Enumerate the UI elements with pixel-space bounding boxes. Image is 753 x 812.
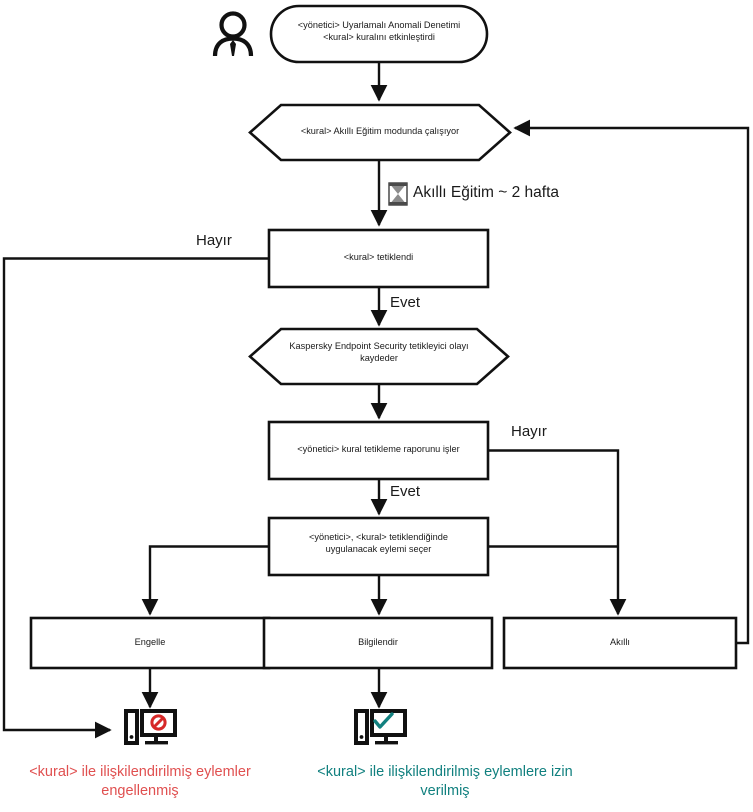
node-kes-logs-event[interactable] [248,327,510,386]
edge-label-yes-from-rule-triggered: Evet [390,294,421,311]
node-action-smart[interactable] [502,616,738,670]
outcome-blocked-label: <kural> ile ilişkilendirilmiş eylemler e… [29,764,251,799]
outcome-allowed-label: <kural> ile ilişkilendirilmiş eylemlere … [317,764,573,799]
timer-label: Akıllı Eğitim ~ 2 hafta [413,184,560,201]
node-admin-selects-action[interactable] [267,516,490,577]
node-admin-processes-report[interactable] [267,420,490,481]
edge-no-from-rule-triggered [2,257,269,739]
edge-label-no-from-report: Hayır [511,423,547,440]
person-icon-tie [230,40,236,56]
edge-select-to-block [141,545,269,616]
node-start[interactable] [269,4,489,64]
hourglass-icon [388,182,408,206]
person-icon [212,11,254,57]
node-action-block[interactable] [29,616,271,670]
edge-label-no-from-rule-triggered: Hayır [196,232,232,249]
edge-label-yes-from-report: Evet [390,483,421,500]
node-smart-training[interactable] [248,103,512,162]
monitor-blocked-icon [124,709,177,745]
monitor-allowed-icon [354,709,407,745]
edge-no-from-report [488,449,627,616]
node-rule-triggered[interactable] [267,228,490,289]
edge-smart-loopback [513,119,750,645]
node-action-inform[interactable] [262,616,494,670]
